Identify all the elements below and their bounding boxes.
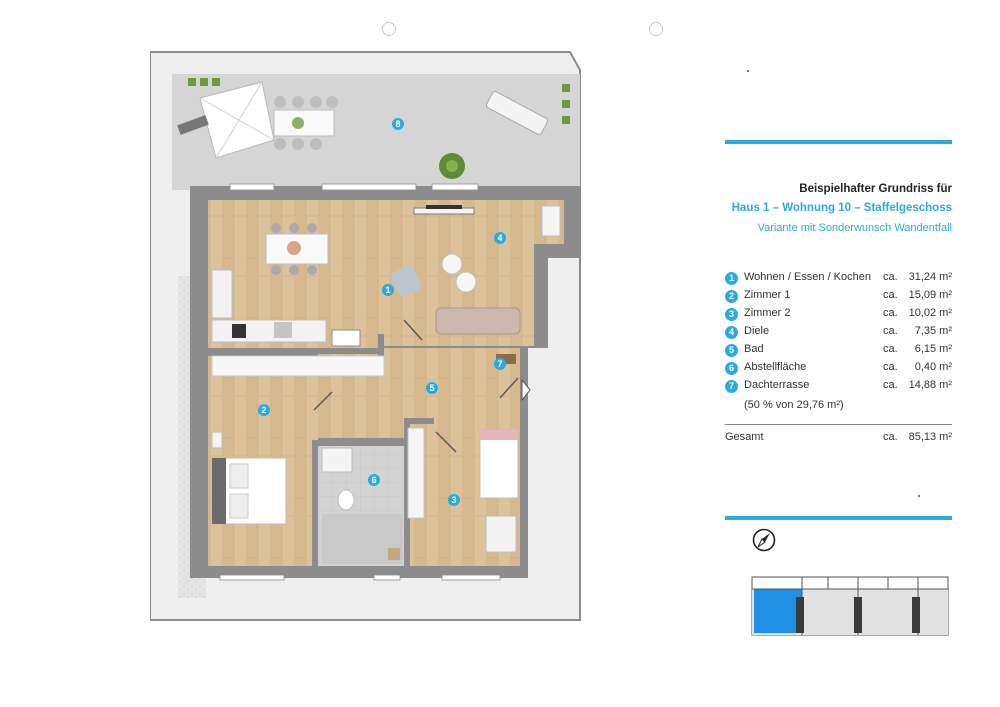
kitchen-counter: [211, 269, 233, 319]
svg-text:4: 4: [497, 233, 502, 243]
svg-text:7: 7: [497, 359, 502, 369]
plan-variant: Variante mit Sonderwunsch Wandentfall: [757, 222, 952, 234]
desk: [485, 515, 517, 553]
svg-text:1: 1: [385, 285, 390, 295]
room-row: 1 Wohnen / Essen / Kochen ca. 31,24 m²: [725, 270, 952, 288]
approx-label: ca.: [883, 343, 898, 355]
sofa: [435, 307, 521, 335]
approx-label: ca.: [883, 431, 898, 443]
punch-hole: [382, 22, 396, 36]
room-row: 5 Bad ca. 6,15 m²: [725, 342, 952, 360]
north-compass-icon: [752, 528, 776, 552]
svg-text:2: 2: [261, 405, 266, 415]
room-number: 7: [725, 380, 738, 393]
floor-plan: 1 2 3 4 5 6 7 8: [150, 51, 581, 621]
plan-subtitle: Haus 1 – Wohnung 10 – Staffelgeschoss: [731, 202, 952, 214]
approx-label: ca.: [883, 289, 898, 301]
room-number: 6: [725, 362, 738, 375]
room-area: 0,40 m²: [914, 361, 952, 373]
room-name: Bad: [744, 343, 764, 355]
header-rule: [725, 140, 952, 144]
room-area: 31,24 m²: [908, 271, 952, 283]
room-number: 3: [725, 308, 738, 321]
terrace-note: (50 % von 29,76 m²): [744, 399, 844, 411]
building-key-plan: [751, 576, 949, 636]
approx-label: ca.: [883, 361, 898, 373]
room-list: 1 Wohnen / Essen / Kochen ca. 31,24 m² 2…: [725, 270, 952, 414]
approx-label: ca.: [883, 307, 898, 319]
room-area: 10,02 m²: [908, 307, 952, 319]
room-number: 5: [725, 344, 738, 357]
svg-text:6: 6: [371, 475, 376, 485]
total-divider: [725, 424, 952, 425]
svg-text:8: 8: [395, 119, 400, 129]
room-name: Zimmer 2: [744, 307, 791, 319]
approx-label: ca.: [883, 325, 898, 337]
room-area: 6,15 m²: [914, 343, 952, 355]
svg-text:3: 3: [451, 495, 456, 505]
plan-title: Beispielhafter Grundriss für: [799, 183, 952, 195]
room-name: Wohnen / Essen / Kochen: [744, 271, 871, 283]
washbasin: [321, 447, 353, 473]
total-label: Gesamt: [725, 431, 764, 443]
wardrobe: [211, 355, 385, 377]
total-row: Gesamt ca. 85,13 m²: [725, 431, 952, 447]
planter-row: [188, 78, 570, 124]
lounger-dark: [177, 115, 209, 135]
scan-speck: [747, 70, 749, 72]
room-number: 4: [725, 326, 738, 339]
armchair: [391, 266, 421, 296]
approx-label: ca.: [883, 379, 898, 391]
key-plan-highlight: [754, 589, 802, 633]
svg-text:5: 5: [429, 383, 434, 393]
room-name: Abstellfläche: [744, 361, 807, 373]
room-row: 3 Zimmer 2 ca. 10,02 m²: [725, 306, 952, 324]
wardrobe-room2: [407, 427, 425, 519]
room-row: 4 Diele ca. 7,35 m²: [725, 324, 952, 342]
room-name: Zimmer 1: [744, 289, 791, 301]
room-row: 6 Abstellfläche ca. 0,40 m²: [725, 360, 952, 378]
room-name: Dachterrasse: [744, 379, 810, 391]
toilet: [337, 489, 355, 511]
sun-lounger: [485, 91, 549, 135]
scan-speck: [918, 495, 920, 497]
bed-single: [479, 429, 519, 499]
room-number: 2: [725, 290, 738, 303]
coffee-table: [441, 253, 463, 275]
total-area: 85,13 m²: [908, 431, 952, 443]
room-area: 14,88 m²: [908, 379, 952, 391]
room-markers: 1 2 3 4 5 6 7 8: [258, 118, 506, 506]
room-area: 7,35 m²: [914, 325, 952, 337]
footer-rule: [725, 516, 952, 520]
room-number: 1: [725, 272, 738, 285]
room-row: 7 Dachterrasse ca. 14,88 m²: [725, 378, 952, 396]
punch-hole: [649, 22, 663, 36]
room-row: 2 Zimmer 1 ca. 15,09 m²: [725, 288, 952, 306]
room-area: 15,09 m²: [908, 289, 952, 301]
approx-label: ca.: [883, 271, 898, 283]
room-name: Diele: [744, 325, 770, 337]
